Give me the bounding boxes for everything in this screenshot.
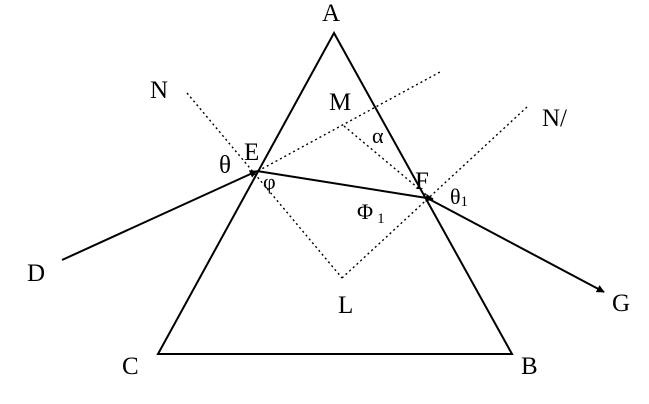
angle-theta1-main: θ	[450, 184, 461, 209]
normal-line-at-F	[341, 106, 528, 279]
label-D: D	[27, 260, 45, 287]
angle-theta: θ	[219, 152, 231, 179]
angle-Phi1-main: Φ	[357, 199, 373, 224]
label-A: A	[322, 0, 340, 27]
label-L: L	[338, 292, 353, 319]
label-B: B	[521, 353, 538, 380]
label-N-prime: N/	[542, 105, 567, 132]
prism-triangle	[156, 30, 514, 355]
angle-phi: φ	[263, 169, 276, 194]
emergent-ray	[428, 198, 605, 293]
angle-Phi1-sub: 1	[377, 211, 385, 227]
angle-theta1-sub: 1	[461, 194, 469, 210]
line-M-F	[343, 125, 431, 199]
angle-alpha: α	[372, 123, 384, 148]
label-F: F	[415, 168, 429, 195]
refracted-ray	[256, 170, 434, 202]
label-G: G	[612, 290, 630, 317]
label-M: M	[329, 89, 351, 116]
label-E: E	[244, 139, 259, 166]
label-N: N	[150, 77, 168, 104]
incident-ray	[61, 170, 258, 261]
angle-theta1: θ1	[450, 184, 468, 210]
label-C: C	[122, 353, 139, 380]
normal-line-at-E	[186, 92, 343, 279]
